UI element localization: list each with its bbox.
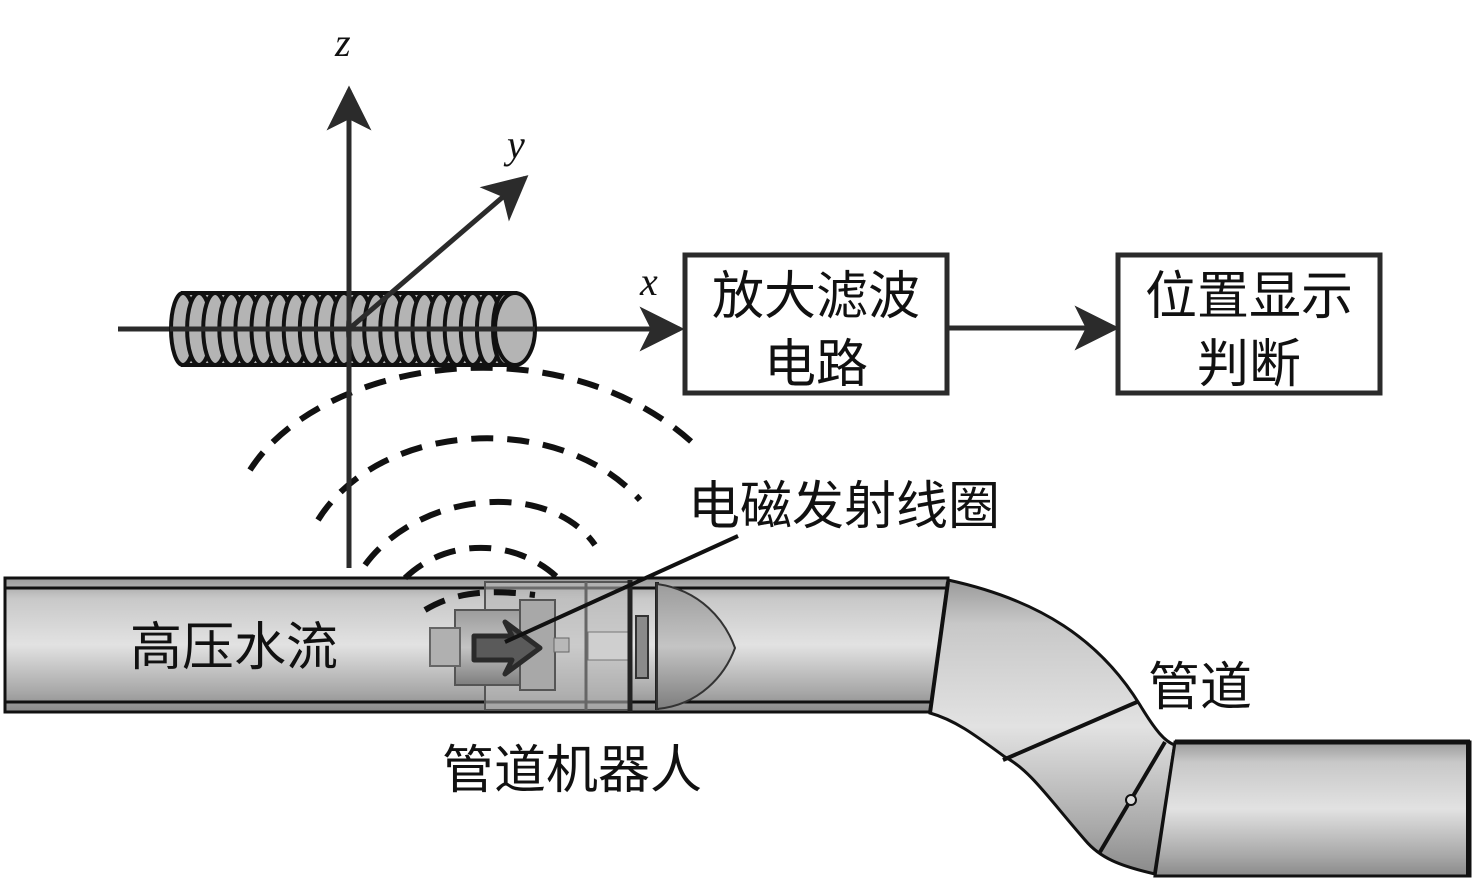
electromagnetic-wave-icon	[247, 364, 698, 613]
field-wave	[315, 435, 643, 522]
y-axis-label: y	[503, 122, 525, 167]
amplifier-filter-line1: 放大滤波	[712, 267, 920, 327]
robot-connector	[587, 631, 631, 661]
water-flow-label: 高压水流	[130, 618, 338, 678]
emitter-coil-leader	[504, 534, 739, 644]
field-wave	[423, 589, 536, 613]
amplifier-filter-line2: 电路	[764, 335, 868, 395]
pipe-joint	[928, 581, 950, 714]
amplifier-filter-box	[682, 252, 950, 396]
x-axis-label: x	[639, 259, 658, 304]
field-wave	[402, 544, 563, 583]
robot-plate	[635, 615, 649, 679]
pipe-joint	[1002, 700, 1138, 762]
pipe-fitting	[1125, 794, 1137, 806]
robot-shaft-front	[553, 637, 570, 653]
pipe-bend	[928, 578, 1177, 876]
robot-label: 管道机器人	[442, 741, 702, 801]
y-axis	[347, 175, 529, 331]
position-display-box	[1115, 252, 1383, 396]
position-display-line2: 判断	[1197, 335, 1301, 395]
z-axis-label: z	[334, 20, 351, 65]
field-wave	[247, 364, 698, 472]
arrow-right-icon	[471, 619, 543, 677]
pipe-straight-right	[1153, 740, 1472, 878]
field-wave	[362, 498, 598, 567]
position-display-line1: 位置显示	[1145, 267, 1353, 327]
robot-nose-cone	[656, 582, 737, 711]
pipe-robot	[429, 580, 737, 712]
position-display-block: 位置显示 判断	[1115, 252, 1383, 396]
pipe	[3, 576, 1472, 878]
amplifier-filter-block: 放大滤波 电路	[682, 252, 950, 396]
pipe-label: 管道	[1148, 658, 1252, 718]
emitter-coil-label: 电磁发射线圈	[688, 477, 1000, 537]
robot-shaft-rear	[429, 627, 461, 667]
